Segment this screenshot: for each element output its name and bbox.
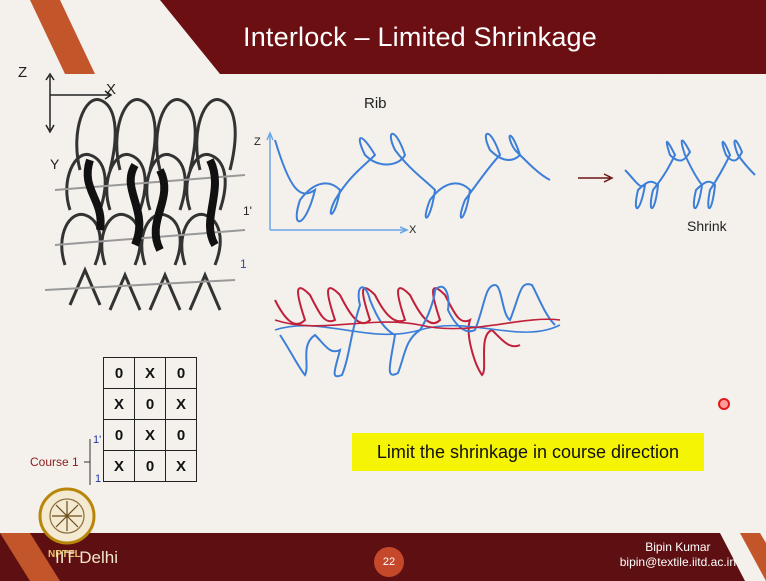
pointer-dot — [718, 398, 730, 410]
grid-cell: 0 — [103, 419, 135, 451]
grid-cell: X — [134, 357, 166, 389]
highlight-callout: Limit the shrinkage in course direction — [352, 433, 704, 471]
course-bracket — [84, 439, 91, 485]
shrunk-rib-diagram — [624, 139, 756, 210]
nptel-logo-icon — [38, 487, 96, 545]
grid-cell: X — [134, 419, 166, 451]
interlock-yarn-diagram — [274, 283, 561, 378]
fabric-label-1: 1 — [240, 257, 247, 271]
rib-structure-diagram — [266, 131, 551, 234]
author-info: Bipin Kumar bipin@textile.iitd.ac.in — [620, 540, 736, 570]
grid-cell: 0 — [134, 388, 166, 420]
header-decoration — [0, 0, 766, 74]
page-number: 22 — [374, 547, 404, 577]
nptel-logo-text: NPTEL — [48, 549, 81, 560]
author-name: Bipin Kumar — [645, 540, 711, 554]
rib-axis-x: X — [409, 224, 417, 236]
shrink-label: Shrink — [687, 218, 727, 234]
grid-cell: X — [165, 388, 197, 420]
course-label: Course 1 — [30, 455, 79, 469]
grid-cell: X — [165, 450, 197, 482]
fabric-axis-z: Z — [18, 64, 28, 81]
fabric-label-1prime: 1' — [243, 204, 252, 218]
grid-cell: 0 — [103, 357, 135, 389]
author-email: bipin@textile.iitd.ac.in — [619, 555, 736, 569]
grid-row-label-1prime: 1' — [93, 434, 102, 446]
interlock-notation-grid: 0 X 0 X 0 X 0 X 0 X 0 X — [103, 357, 197, 482]
grid-cell: 0 — [165, 419, 197, 451]
fabric-axis-x: X — [106, 81, 117, 98]
institute-name: IIT Delhi — [55, 548, 118, 567]
rib-axis-z: Z — [254, 136, 261, 148]
grid-row: 0 X 0 — [103, 357, 197, 389]
slide-title: Interlock – Limited Shrinkage — [243, 22, 597, 52]
grid-row-label-1: 1 — [95, 473, 102, 485]
grid-cell: X — [103, 450, 135, 482]
grid-cell: 0 — [165, 357, 197, 389]
grid-row: 0 X 0 — [103, 419, 197, 451]
fabric-axis-y: Y — [50, 156, 60, 172]
grid-row: X 0 X — [103, 450, 197, 482]
rib-title: Rib — [364, 95, 387, 112]
shrink-arrow-icon — [578, 173, 614, 183]
footer-decoration — [0, 533, 766, 581]
grid-cell: 0 — [134, 450, 166, 482]
grid-cell: X — [103, 388, 135, 420]
interlock-fabric-diagram: 1' 1 — [44, 72, 252, 311]
grid-row: X 0 X — [103, 388, 197, 420]
